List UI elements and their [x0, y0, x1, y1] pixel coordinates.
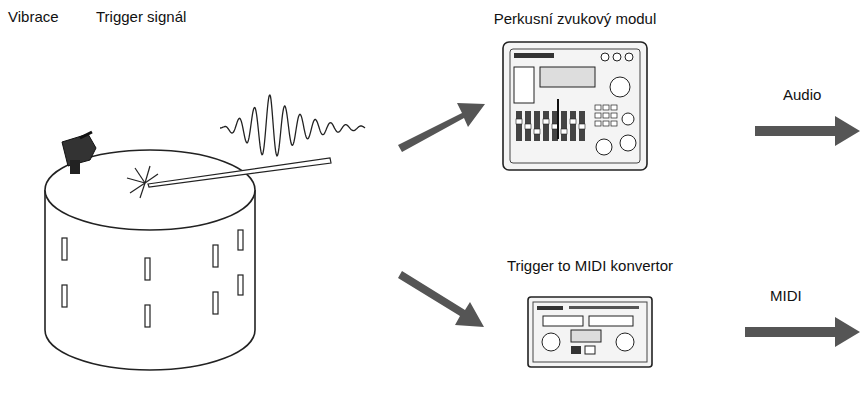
device-label: Perkusní zvukový modul	[494, 10, 657, 27]
vibration-label: Vibrace	[8, 8, 59, 25]
impact-burst	[127, 166, 158, 198]
signal-label: Trigger signál	[96, 8, 186, 25]
sound-module: Perkusní zvukový modul	[494, 10, 657, 173]
device-label: Trigger to MIDI konvertor	[507, 257, 673, 274]
device-drawing	[525, 294, 655, 370]
drum-stick	[148, 158, 331, 187]
device-drawing	[500, 39, 650, 173]
drum-lugs	[62, 230, 243, 327]
trigger-sensor	[62, 132, 96, 174]
audio-label: Audio	[783, 86, 821, 103]
midi-label: MIDI	[770, 287, 802, 304]
trigger-waveform	[220, 95, 365, 156]
midi-converter: Trigger to MIDI konvertor	[507, 257, 673, 370]
drum-head	[45, 150, 255, 230]
